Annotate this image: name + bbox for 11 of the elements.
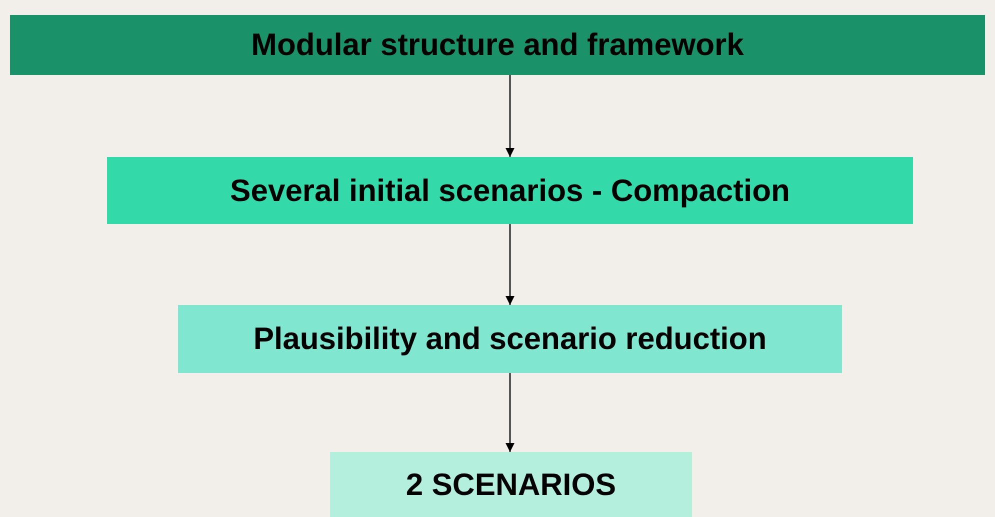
process-box (107, 157, 913, 224)
arrow (506, 373, 514, 452)
process-box (10, 15, 985, 75)
box-label: Plausibility and scenario reduction (253, 321, 767, 357)
process-box (178, 305, 842, 373)
box-label: 2 SCENARIOS (406, 466, 616, 502)
box-label: Several initial scenarios - Compaction (230, 172, 790, 208)
process-box (330, 452, 692, 517)
arrow (506, 224, 514, 305)
arrow (506, 75, 514, 157)
box-label: Modular structure and framework (251, 27, 744, 63)
